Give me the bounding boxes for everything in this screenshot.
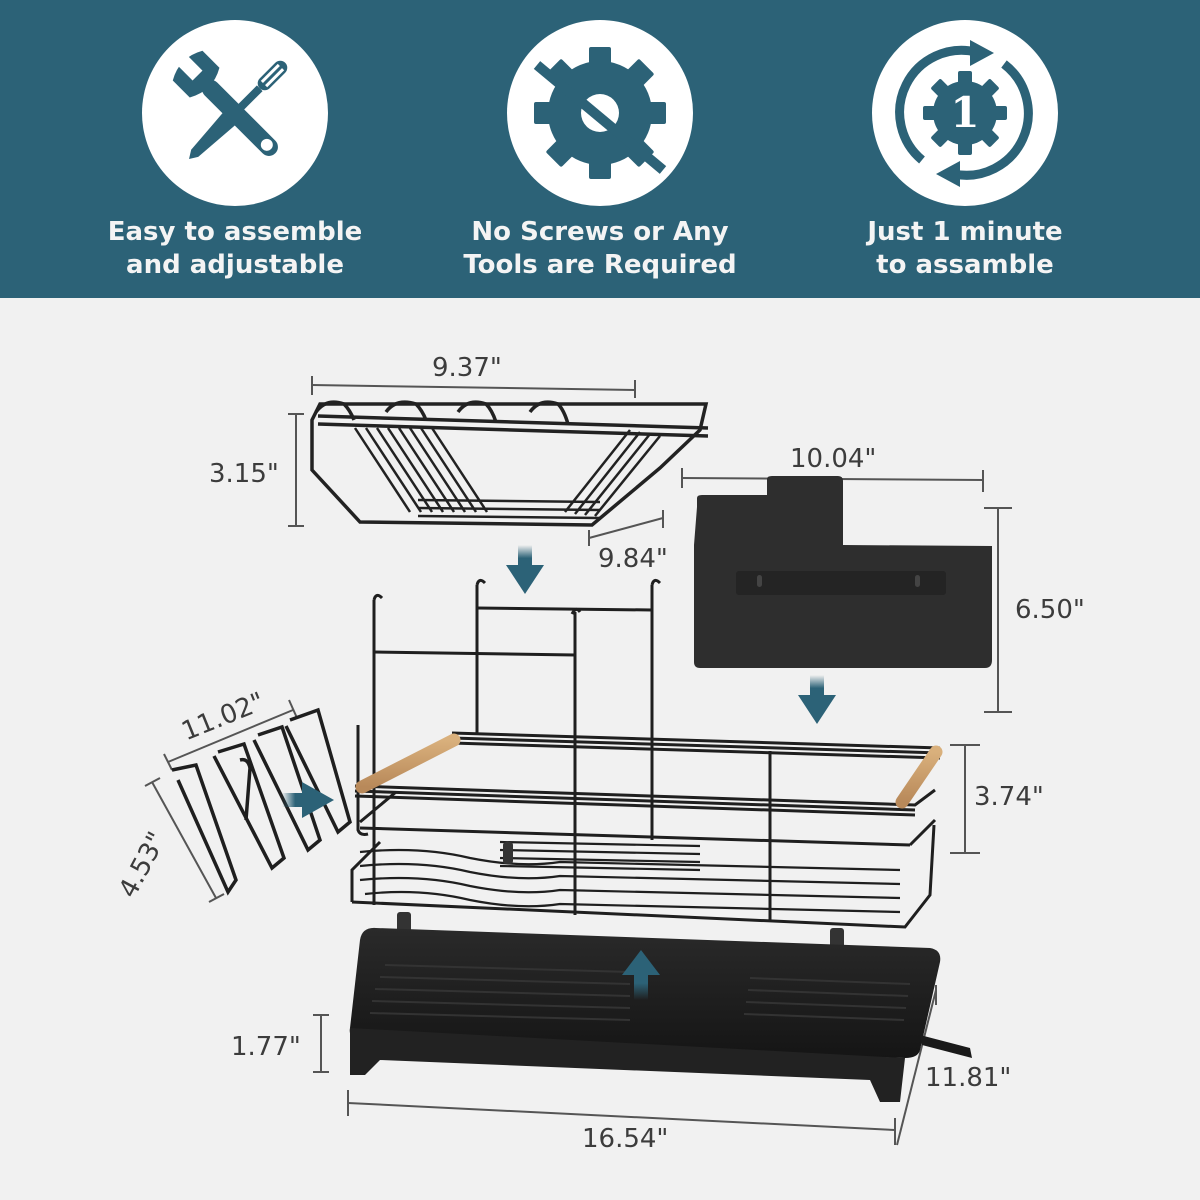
feature-caption: Just 1 minute to assamble [785, 216, 1145, 282]
arrow-up-drain-tray [622, 950, 660, 1000]
dim-utensil-holder-width: 10.04" [790, 444, 877, 474]
dim-tray-width: 16.54" [582, 1124, 669, 1154]
dim-plate-rack-depth: 9.84" [598, 544, 668, 574]
caption-line-2: to assamble [876, 250, 1054, 280]
arrow-down-utensil-holder [798, 675, 836, 724]
plate-rack [310, 400, 709, 527]
wire-basket [350, 578, 941, 929]
product-diagram: 9.37" 3.15" 9.84" 10.04" 6.50" 11.02" 4.… [0, 298, 1200, 1200]
one-minute-gear-cycle-icon: 1 [872, 20, 1058, 206]
dim-basket-height: 3.74" [974, 782, 1044, 812]
dim-tray-height: 1.77" [231, 1032, 301, 1062]
dim-plate-rack-height: 3.15" [209, 459, 279, 489]
feature-easy-assemble: Easy to assemble and adjustable [55, 0, 415, 298]
caption-line-1: Easy to assemble [107, 217, 363, 247]
wooden-handle-left [355, 733, 461, 794]
feature-one-minute: 1 Just 1 minute to assamble [785, 0, 1145, 298]
arrow-right-cup-holder [282, 782, 334, 818]
wooden-handle-right [895, 745, 943, 809]
dim-tray-depth: 11.81" [925, 1063, 1012, 1093]
caption-line-1: Just 1 minute [867, 217, 1063, 247]
wrench-screwdriver-icon [142, 20, 328, 206]
dim-utensil-holder-height: 6.50" [1015, 595, 1085, 625]
features-banner: Easy to assemble and adjustable [0, 0, 1200, 298]
feature-caption: No Screws or Any Tools are Required [420, 216, 780, 282]
dim-plate-rack-width: 9.37" [432, 353, 502, 383]
arrow-down-plate-rack [506, 545, 544, 594]
no-screws-gear-icon [507, 20, 693, 206]
feature-no-screws: No Screws or Any Tools are Required [420, 0, 780, 298]
caption-line-2: Tools are Required [463, 250, 737, 280]
badge-number: 1 [950, 88, 980, 137]
feature-caption: Easy to assemble and adjustable [55, 216, 415, 282]
caption-line-1: No Screws or Any [471, 217, 729, 247]
dish-rack-illustration [144, 376, 1012, 1146]
utensil-holder [694, 476, 992, 668]
drain-tray [349, 927, 972, 1102]
caption-line-2: and adjustable [126, 250, 344, 280]
